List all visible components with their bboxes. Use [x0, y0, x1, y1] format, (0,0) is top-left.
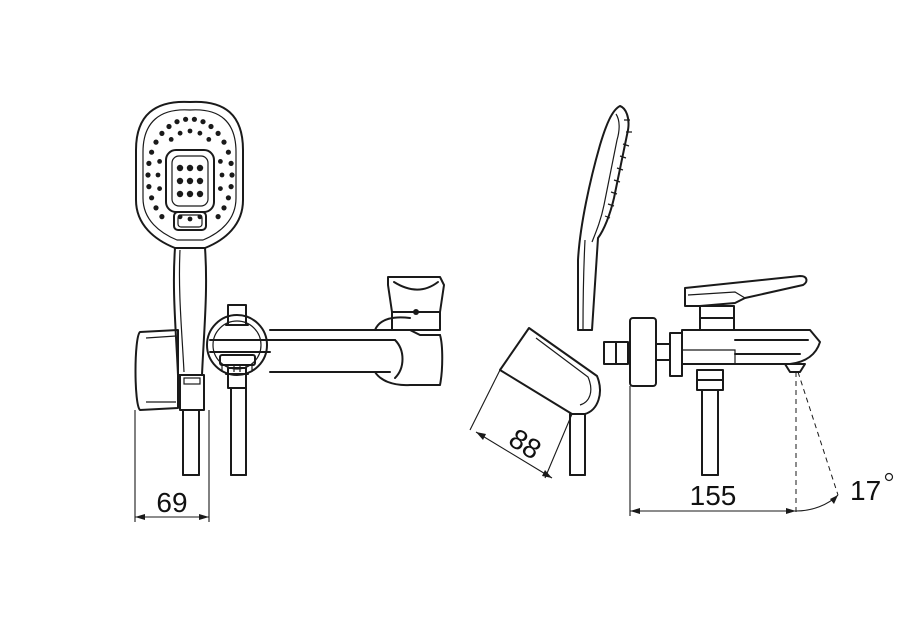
nozzle-dot: [177, 214, 183, 220]
nozzle-dot: [149, 195, 155, 201]
nozzle-dot: [149, 149, 155, 155]
nozzle-dot: [145, 172, 151, 178]
nozzle-dot: [153, 205, 159, 211]
nozzle-dot: [166, 123, 172, 130]
shower-head-front: [135, 100, 244, 376]
nozzle-dot: [197, 214, 203, 220]
nozzle-dot: [146, 184, 152, 190]
nozzle-dot: [196, 177, 204, 185]
nozzle-dot: [183, 116, 189, 122]
nozzle-dot: [168, 137, 174, 142]
dimension-155: 155: [629, 386, 796, 516]
nozzle-dot: [225, 195, 231, 201]
nozzle-dot: [177, 130, 183, 136]
nozzle-dot: [146, 160, 152, 166]
nozzle-dot: [215, 214, 221, 220]
dimension-88: 88: [469, 369, 573, 479]
spray-angle-lines: [795, 371, 839, 512]
nozzle-dot: [219, 172, 225, 178]
holder-front: [134, 329, 205, 411]
nozzle-dot: [159, 214, 165, 220]
nozzle-dot: [159, 130, 165, 136]
dimension-69: 69: [134, 410, 210, 522]
nozzle-dot: [157, 159, 163, 164]
nozzle-dot: [200, 119, 206, 125]
nozzle-pattern: [145, 116, 235, 222]
dimension-155-label: 155: [690, 480, 737, 511]
nozzle-dot: [174, 119, 180, 125]
nozzle-dot: [218, 186, 223, 192]
nozzle-dot: [186, 177, 194, 185]
nozzle-dot: [208, 123, 214, 130]
side-view: 88: [469, 105, 894, 516]
holder-side: [499, 327, 601, 476]
nozzle-dot: [187, 128, 193, 134]
mixer-front: [206, 276, 445, 476]
nozzle-dot: [187, 216, 193, 222]
nozzle-dot: [176, 164, 184, 172]
dimension-17-label: 17: [850, 475, 881, 506]
nozzle-dot: [196, 164, 204, 172]
nozzle-dot: [229, 172, 235, 178]
nozzle-dot: [225, 149, 231, 155]
nozzle-dot: [157, 186, 163, 192]
nozzle-dot: [186, 164, 194, 172]
dimension-88-label: 88: [504, 423, 547, 466]
nozzle-dot: [228, 184, 234, 190]
mixer-side: [603, 275, 821, 476]
nozzle-dot: [176, 190, 184, 198]
nozzle-dot: [155, 172, 161, 178]
nozzle-dot: [221, 205, 227, 211]
hose-front: [182, 409, 200, 476]
dimension-angle-17: 17: [795, 472, 894, 512]
nozzle-dot: [186, 190, 194, 198]
nozzle-dot: [228, 160, 234, 166]
shower-head-side: [577, 105, 632, 331]
nozzle-dot: [221, 139, 227, 145]
nozzle-dot: [196, 190, 204, 198]
degree-symbol-icon: [884, 472, 894, 482]
nozzle-dot: [218, 159, 223, 164]
front-view: 69: [134, 100, 445, 522]
nozzle-dot: [215, 130, 221, 136]
nozzle-dot: [191, 116, 197, 122]
nozzle-dot: [206, 137, 212, 142]
nozzle-dot: [176, 177, 184, 185]
nozzle-dot: [197, 130, 203, 136]
nozzle-dot: [153, 139, 159, 145]
dimension-69-label: 69: [156, 487, 187, 518]
